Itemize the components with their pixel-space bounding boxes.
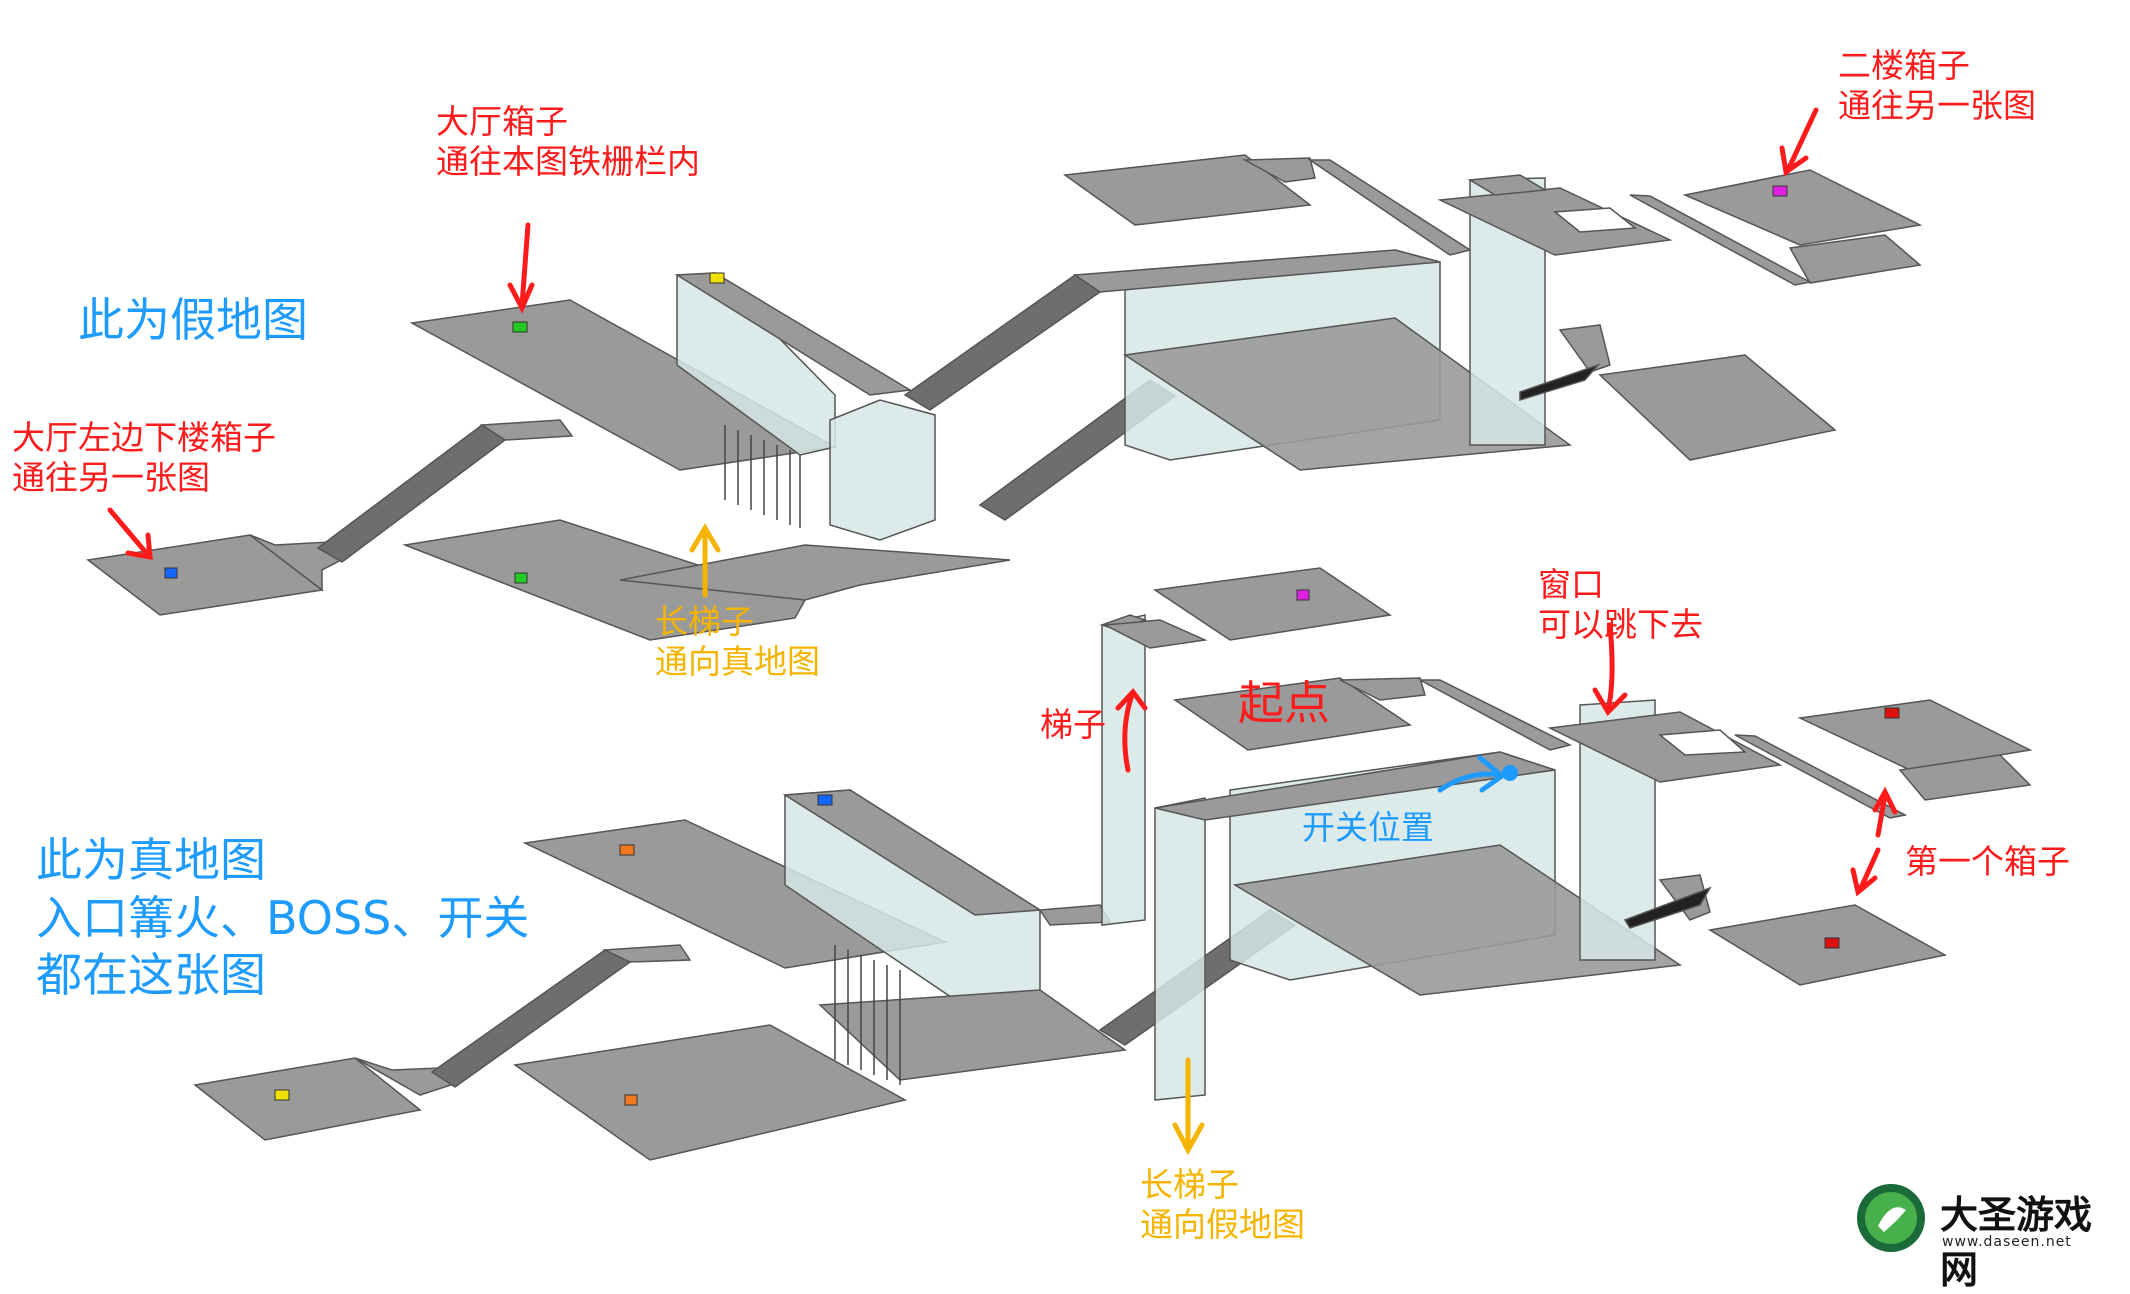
glass-wall [829, 399, 936, 541]
site-url: www.daseen.net [1942, 1234, 2072, 1250]
arrow-window [1605, 622, 1615, 713]
glass-wall [1101, 614, 1146, 926]
switch-dot [1502, 765, 1518, 781]
green-box [512, 321, 528, 333]
bridge [1307, 159, 1472, 256]
floor-tile [1152, 567, 1393, 641]
arrow-left-box [107, 507, 151, 558]
floor-tile [1062, 154, 1312, 226]
magenta-box [1296, 589, 1310, 601]
map-diagram [86, 107, 2033, 1161]
floor-tile [193, 1057, 422, 1141]
iron-gate [834, 945, 901, 1085]
window-label: 窗口 可以跳下去 [1538, 565, 1703, 645]
floor-tile [1598, 354, 1837, 461]
floor-tile [1122, 317, 1573, 471]
long-ladder-fake-label: 长梯子 通向假地图 [1140, 1165, 1305, 1245]
long-ladder-real-label: 长梯子 通向真地图 [655, 602, 820, 682]
arrow-second-floor-box [1785, 107, 1819, 173]
iron-gate [724, 425, 801, 528]
first-box-label: 第一个箱子 [1905, 842, 2070, 881]
glass-wall [1154, 797, 1206, 1101]
blue-box [164, 567, 178, 579]
ladder-dark [1623, 886, 1712, 929]
fake-map [86, 154, 1923, 641]
red-box [1884, 707, 1900, 719]
magenta-box [1772, 185, 1788, 197]
bridge [1734, 734, 1908, 819]
blue-box [817, 794, 833, 806]
site-watermark: 大圣游戏网 www.daseen.net [1844, 1180, 2124, 1292]
floor-tile [1682, 169, 1923, 246]
hall-box-label: 大厅箱子 通往本图铁栅栏内 [436, 102, 700, 182]
ramp [1038, 904, 1112, 926]
bridge [1419, 679, 1573, 751]
orange-box [619, 844, 635, 856]
arrow-first-box-down [1857, 847, 1881, 893]
real-map-title: 此为真地图 入口篝火、BOSS、开关 都在这张图 [36, 833, 530, 1002]
boxes [164, 185, 1900, 1106]
floor-tile [513, 1024, 908, 1161]
ladder-label: 梯子 [1040, 705, 1106, 744]
annotation-arrows [107, 107, 1898, 1156]
site-logo-icon [1857, 1184, 1925, 1252]
floor-tile [1797, 699, 2033, 771]
red-box [1824, 937, 1840, 949]
floor-tile [1232, 844, 1683, 996]
arrow-switch [1437, 771, 1503, 793]
arrow-first-box-up [1875, 792, 1888, 838]
yellow-box [709, 272, 725, 284]
switch-label: 开关位置 [1302, 808, 1434, 847]
bridge [1629, 194, 1813, 286]
arrow-hall-box [519, 222, 531, 308]
green-box [514, 572, 528, 584]
start-label: 起点 [1238, 676, 1330, 730]
ramp [903, 274, 1102, 411]
second-floor-box-label: 二楼箱子 通往另一张图 [1838, 46, 2036, 126]
floor-tile [1172, 677, 1413, 751]
orange-box [624, 1094, 638, 1106]
yellow-box [274, 1089, 290, 1101]
floor-tile [402, 519, 807, 641]
fake-map-title: 此为假地图 [78, 293, 308, 347]
left-down-box-label: 大厅左边下楼箱子 通往另一张图 [12, 418, 276, 498]
arrow-ladder [1122, 692, 1135, 773]
ladder-dark [1519, 363, 1601, 402]
